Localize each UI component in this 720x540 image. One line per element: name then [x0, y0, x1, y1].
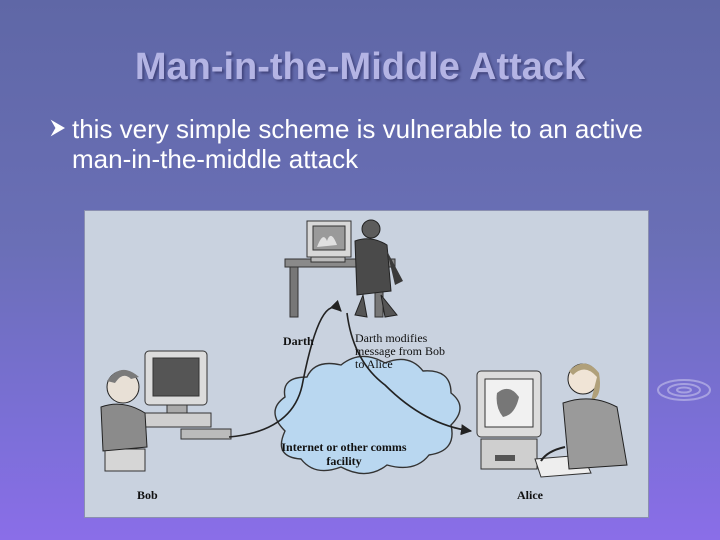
bob-figure: [100, 369, 148, 452]
water-ripple-decoration: [657, 379, 711, 401]
bullet-text: this very simple scheme is vulnerable to…: [72, 114, 643, 174]
internet-label: Internet or other comms facility: [281, 440, 407, 468]
alice-label: Alice: [517, 488, 543, 502]
darth-figure: [354, 219, 403, 318]
bob-workstation: [104, 350, 232, 472]
darth-note-label: Darth modifies message from Bob to Alice: [355, 331, 445, 371]
darth-label: Darth: [283, 334, 314, 348]
arrow-bullet-icon: [50, 119, 65, 137]
alice-figure: [540, 363, 628, 470]
internet-cloud: [274, 355, 461, 475]
message-path-arrows: [228, 299, 473, 438]
mitm-diagram: Darth Darth modifies message from Bob to…: [84, 210, 649, 518]
diagram-canvas: [100, 219, 628, 478]
bob-label: Bob: [137, 488, 158, 502]
slide-title: Man-in-the-Middle Attack: [134, 46, 586, 88]
